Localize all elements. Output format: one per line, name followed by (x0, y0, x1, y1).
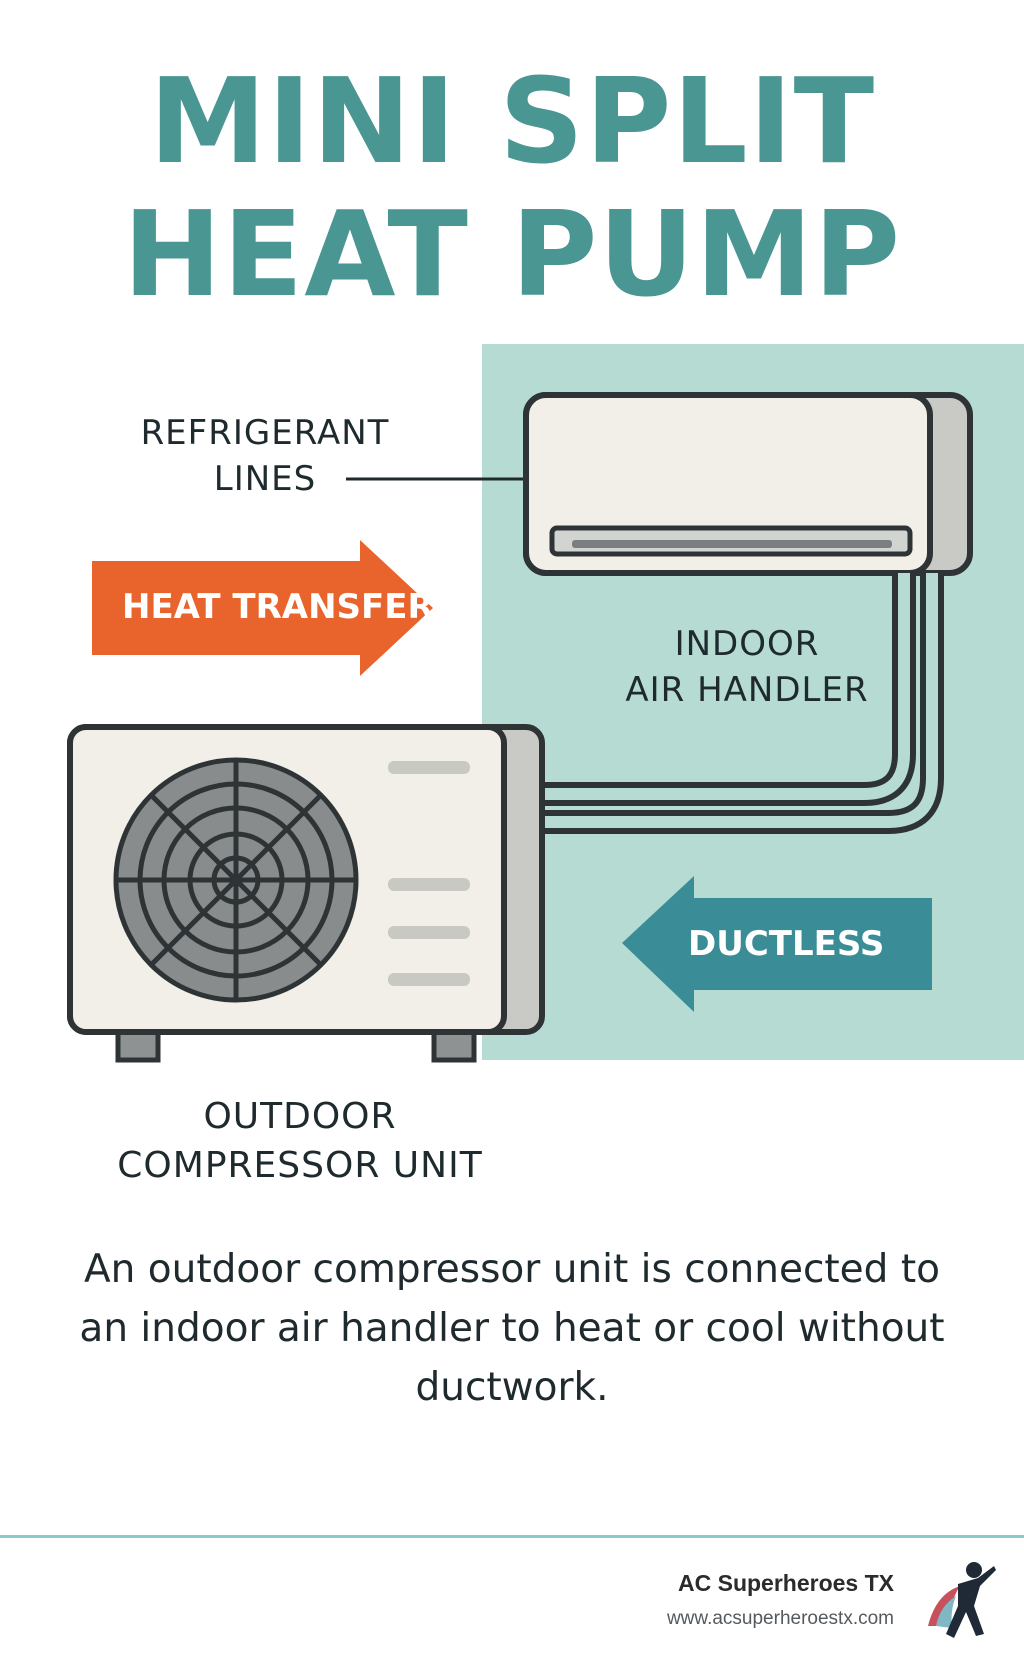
refrigerant-lines-label: REFRIGERANT LINES (130, 410, 400, 502)
indoor-label-line-1: INDOOR (674, 624, 820, 664)
heat-transfer-label: HEAT TRANSFER (122, 587, 434, 627)
outdoor-compressor-unit (67, 724, 545, 1063)
refrigerant-pipes (536, 573, 944, 834)
title-line-2: HEAT PUMP (122, 185, 902, 323)
indoor-air-handler-label: INDOOR AIR HANDLER (608, 621, 886, 713)
description-text: An outdoor compressor unit is connected … (79, 1247, 945, 1410)
vent-slots (388, 761, 470, 986)
brand-url[interactable]: www.acsuperheroestx.com (666, 1608, 894, 1629)
mini-split-diagram (67, 344, 1024, 1063)
brand-name: AC Superheroes TX (678, 1570, 894, 1596)
outdoor-compressor-label: OUTDOOR COMPRESSOR UNIT (100, 1092, 500, 1190)
superhero-logo-icon (928, 1562, 996, 1638)
refrigerant-label-line-2: LINES (213, 459, 317, 499)
footer-divider (0, 1535, 1024, 1538)
ductless-arrow (622, 876, 932, 1012)
refrigerant-label-line-1: REFRIGERANT (140, 413, 390, 453)
outdoor-label-line-1: OUTDOOR (203, 1096, 397, 1137)
ductless-label: DUCTLESS (688, 924, 885, 964)
indoor-label-line-2: AIR HANDLER (625, 670, 869, 710)
fan-grille (113, 757, 359, 1003)
title-line-1: MINI SPLIT (148, 52, 876, 190)
heat-transfer-arrow (92, 540, 433, 676)
indoor-air-handler (523, 392, 973, 576)
outdoor-label-line-2: COMPRESSOR UNIT (117, 1145, 483, 1186)
